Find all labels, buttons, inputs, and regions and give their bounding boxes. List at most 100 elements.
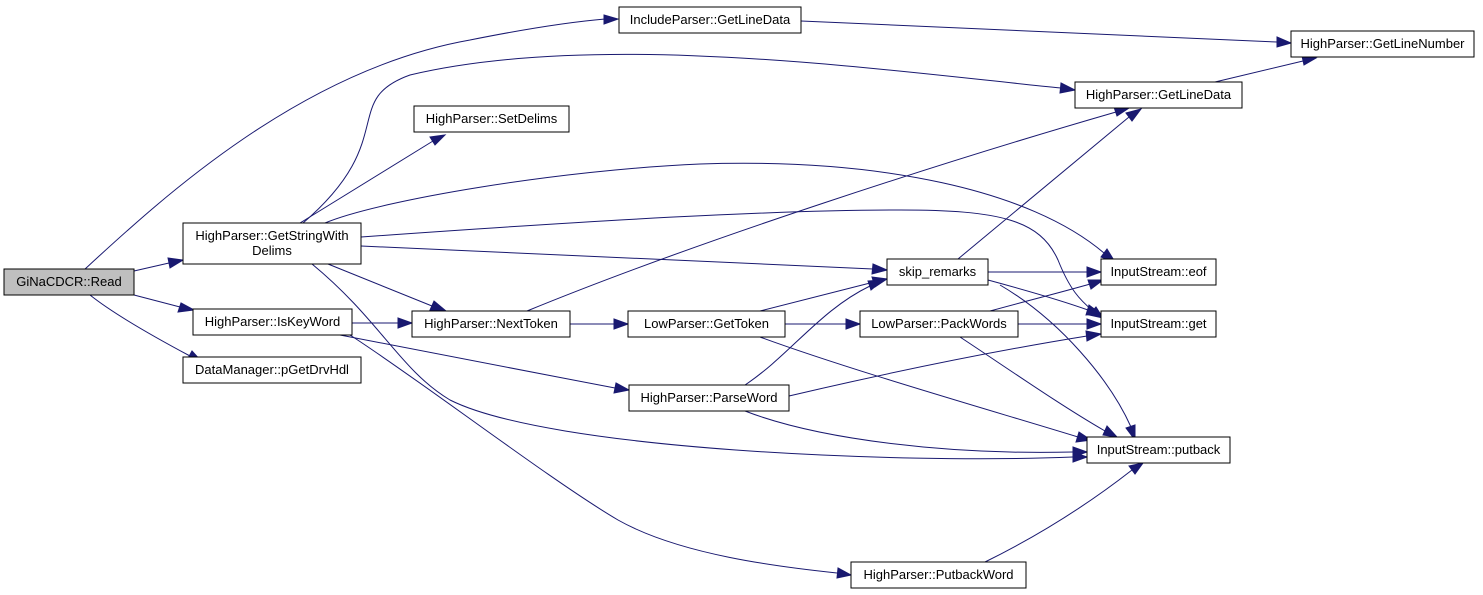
- edge-read-to-hp_getstring: [133, 257, 185, 272]
- edge-hp_getstring-to-hp_nexttoken: [327, 263, 448, 312]
- node-label: skip_remarks: [899, 264, 977, 279]
- node-lp-gettoken[interactable]: LowParser::GetToken: [627, 310, 786, 338]
- node-box: [3, 268, 135, 296]
- node-dm-pgetdrvhdl[interactable]: DataManager::pGetDrvHdl: [182, 356, 362, 384]
- node-label: GiNaCDCR::Read: [16, 274, 121, 289]
- node-box: [859, 310, 1019, 338]
- edge-arrowhead: [1276, 36, 1293, 48]
- edge-line: [759, 336, 1079, 438]
- node-box: [1100, 258, 1217, 286]
- edge-line: [84, 18, 606, 270]
- node-box: [618, 6, 802, 34]
- edge-lp_packwords-to-is_eof: [989, 279, 1105, 312]
- edge-line: [759, 281, 875, 312]
- edge-arrowhead: [1072, 446, 1089, 458]
- node-box: [413, 105, 570, 133]
- edge-hp_getstring-to-hp_getlinedata: [302, 53, 1077, 224]
- edge-arrowhead: [1059, 82, 1077, 94]
- edge-hp_getstring-to-is_putback: [311, 263, 1089, 463]
- edge-hp_iskeyword-to-hp_nexttoken: [352, 317, 414, 329]
- node-box: [182, 222, 362, 265]
- edge-arrowhead: [867, 279, 885, 291]
- node-hp-nexttoken[interactable]: HighParser::NextToken: [411, 310, 571, 338]
- node-box: [850, 561, 1027, 589]
- edge-hp_getstring-to-is_get: [360, 209, 1105, 319]
- edge-line: [133, 262, 170, 272]
- edge-arrowhead: [1085, 304, 1103, 316]
- edge-arrowhead: [1087, 279, 1105, 290]
- edge-hp_putbackword-to-is_putback: [984, 462, 1145, 563]
- edge-arrowhead: [177, 302, 196, 313]
- node-label: IncludeParser::GetLineData: [630, 12, 791, 27]
- node-box: [627, 310, 786, 338]
- edge-incl_getlinedata-to-hp_getlinenumber: [800, 20, 1293, 48]
- edge-line: [324, 162, 1105, 254]
- node-label: HighParser::GetStringWith: [195, 228, 348, 243]
- edge-read-to-incl_getlinedata: [84, 14, 620, 270]
- node-label: LowParser::PackWords: [871, 316, 1007, 331]
- edge-hp_parseword-to-skip_remarks: [744, 279, 885, 386]
- node-label: HighParser::GetLineNumber: [1300, 36, 1465, 51]
- node-box: [182, 356, 362, 384]
- node-is-eof[interactable]: InputStream::eof: [1100, 258, 1217, 286]
- node-label: HighParser::SetDelims: [426, 111, 558, 126]
- edge-hp_getlinedata-to-hp_getlinenumber: [1214, 55, 1318, 83]
- edge-line: [339, 334, 616, 389]
- edge-line: [744, 285, 871, 386]
- edge-arrowhead: [429, 300, 448, 312]
- edge-line: [311, 263, 1074, 460]
- edge-line: [987, 279, 1089, 311]
- edge-arrowhead: [1086, 266, 1103, 278]
- edge-line: [526, 111, 1117, 312]
- edge-arrowhead: [603, 14, 620, 25]
- node-box: [1100, 310, 1217, 338]
- edge-hp_getstring-to-is_eof: [324, 162, 1117, 263]
- node-hp-putbackword[interactable]: HighParser::PutbackWord: [850, 561, 1027, 589]
- edge-arrowhead: [429, 134, 447, 146]
- edge-line: [959, 336, 1106, 432]
- edge-arrowhead: [1085, 330, 1103, 342]
- nodes-layer: GiNaCDCR::Read IncludeParser::GetLineData…: [3, 6, 1475, 589]
- edge-arrowhead: [613, 382, 631, 394]
- node-hp-iskeyword[interactable]: HighParser::IsKeyWord: [192, 308, 353, 336]
- node-lp-packwords[interactable]: LowParser::PackWords: [859, 310, 1019, 338]
- node-label: DataManager::pGetDrvHdl: [195, 362, 349, 377]
- node-skip-remarks[interactable]: skip_remarks: [886, 258, 989, 286]
- edge-line: [327, 263, 433, 307]
- node-incl-getlinedata[interactable]: IncludeParser::GetLineData: [618, 6, 802, 34]
- edge-line: [1214, 60, 1304, 83]
- node-is-putback[interactable]: InputStream::putback: [1086, 436, 1231, 464]
- edge-line: [989, 283, 1091, 312]
- node-label: InputStream::eof: [1110, 264, 1206, 279]
- node-box: [192, 308, 353, 336]
- edge-line: [999, 284, 1132, 428]
- node-box: [1290, 30, 1475, 58]
- node-hp-getlinedata[interactable]: HighParser::GetLineData: [1074, 81, 1243, 109]
- edge-arrowhead: [1125, 108, 1143, 122]
- edge-line: [302, 53, 1062, 224]
- edge-hp_iskeyword-to-hp_parseword: [339, 334, 631, 394]
- node-label: InputStream::putback: [1097, 442, 1221, 457]
- node-is-get[interactable]: InputStream::get: [1100, 310, 1217, 338]
- edge-skip_remarks-to-is_get: [987, 279, 1103, 316]
- node-hp-parseword[interactable]: HighParser::ParseWord: [628, 384, 790, 412]
- edge-lp_gettoken-to-lp_packwords: [785, 318, 862, 330]
- edge-skip_remarks-to-is_eof: [988, 266, 1103, 278]
- edge-arrowhead: [1102, 425, 1119, 438]
- node-read[interactable]: GiNaCDCR::Read: [3, 268, 135, 296]
- node-hp-getlinenumber[interactable]: HighParser::GetLineNumber: [1290, 30, 1475, 58]
- edge-arrowhead: [397, 317, 414, 329]
- node-label: LowParser::GetToken: [644, 316, 769, 331]
- edge-arrowhead: [1125, 424, 1136, 442]
- node-box: [628, 384, 790, 412]
- node-box: [886, 258, 989, 286]
- edge-line: [360, 209, 1094, 312]
- edge-lp_packwords-to-is_get: [1018, 318, 1103, 330]
- edge-line: [133, 294, 181, 308]
- node-label: HighParser::ParseWord: [640, 390, 777, 405]
- node-hp-setdelims[interactable]: HighParser::SetDelims: [413, 105, 570, 133]
- node-box: [1074, 81, 1243, 109]
